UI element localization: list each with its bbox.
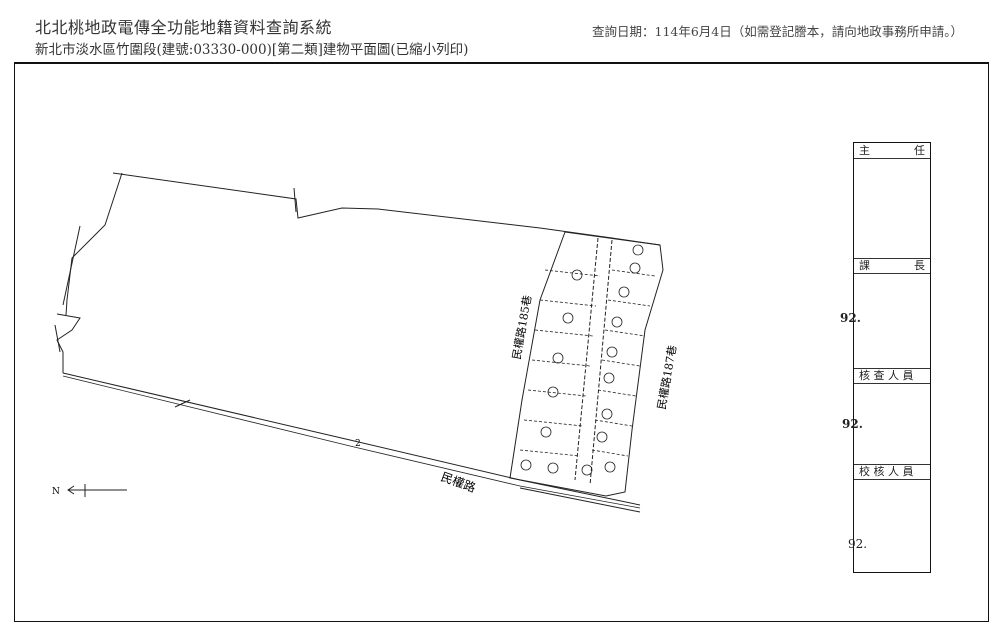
sign-label: 任 (914, 144, 925, 157)
system-title: 北北桃地政電傳全功能地籍資料查詢系統 (35, 18, 333, 37)
sign-date: 92. (842, 417, 863, 431)
parcel-number: 2 (355, 439, 361, 449)
road-label-main: 民權路 (439, 469, 478, 495)
sign-row-checker: 核 查 人 員 (854, 368, 930, 384)
sign-row-section-chief: 課 長 (854, 258, 930, 274)
sign-row-director: 主 任 (854, 143, 930, 159)
building-outline (509, 231, 664, 497)
sign-label: 主 (859, 144, 870, 157)
drawing-frame (14, 62, 989, 622)
road-label-187: 民權路187巷 (655, 344, 679, 410)
sign-label: 課 (859, 259, 870, 272)
sign-label: 核 查 人 員 (859, 369, 914, 382)
sign-date: 92. (840, 311, 861, 325)
sign-label: 校 核 人 員 (859, 465, 914, 478)
parcel-boundary-bottom (62, 372, 641, 506)
parcel-boundary-left (65, 172, 123, 316)
sign-row-verifier: 校 核 人 員 (854, 464, 930, 480)
approval-sign-box: 主 任 課 長 核 查 人 員 校 核 人 員 (853, 142, 931, 573)
sign-date: 92. (848, 537, 868, 551)
query-date: 查詢日期：114年6月4日（如需登記謄本，請向地政事務所申請。） (592, 24, 964, 39)
sign-label: 長 (914, 259, 925, 272)
document-subtitle: 新北市淡水區竹圍段(建號:03330-000)[第二類]建物平面圖(已縮小列印) (35, 42, 469, 58)
north-label: N (52, 487, 60, 497)
